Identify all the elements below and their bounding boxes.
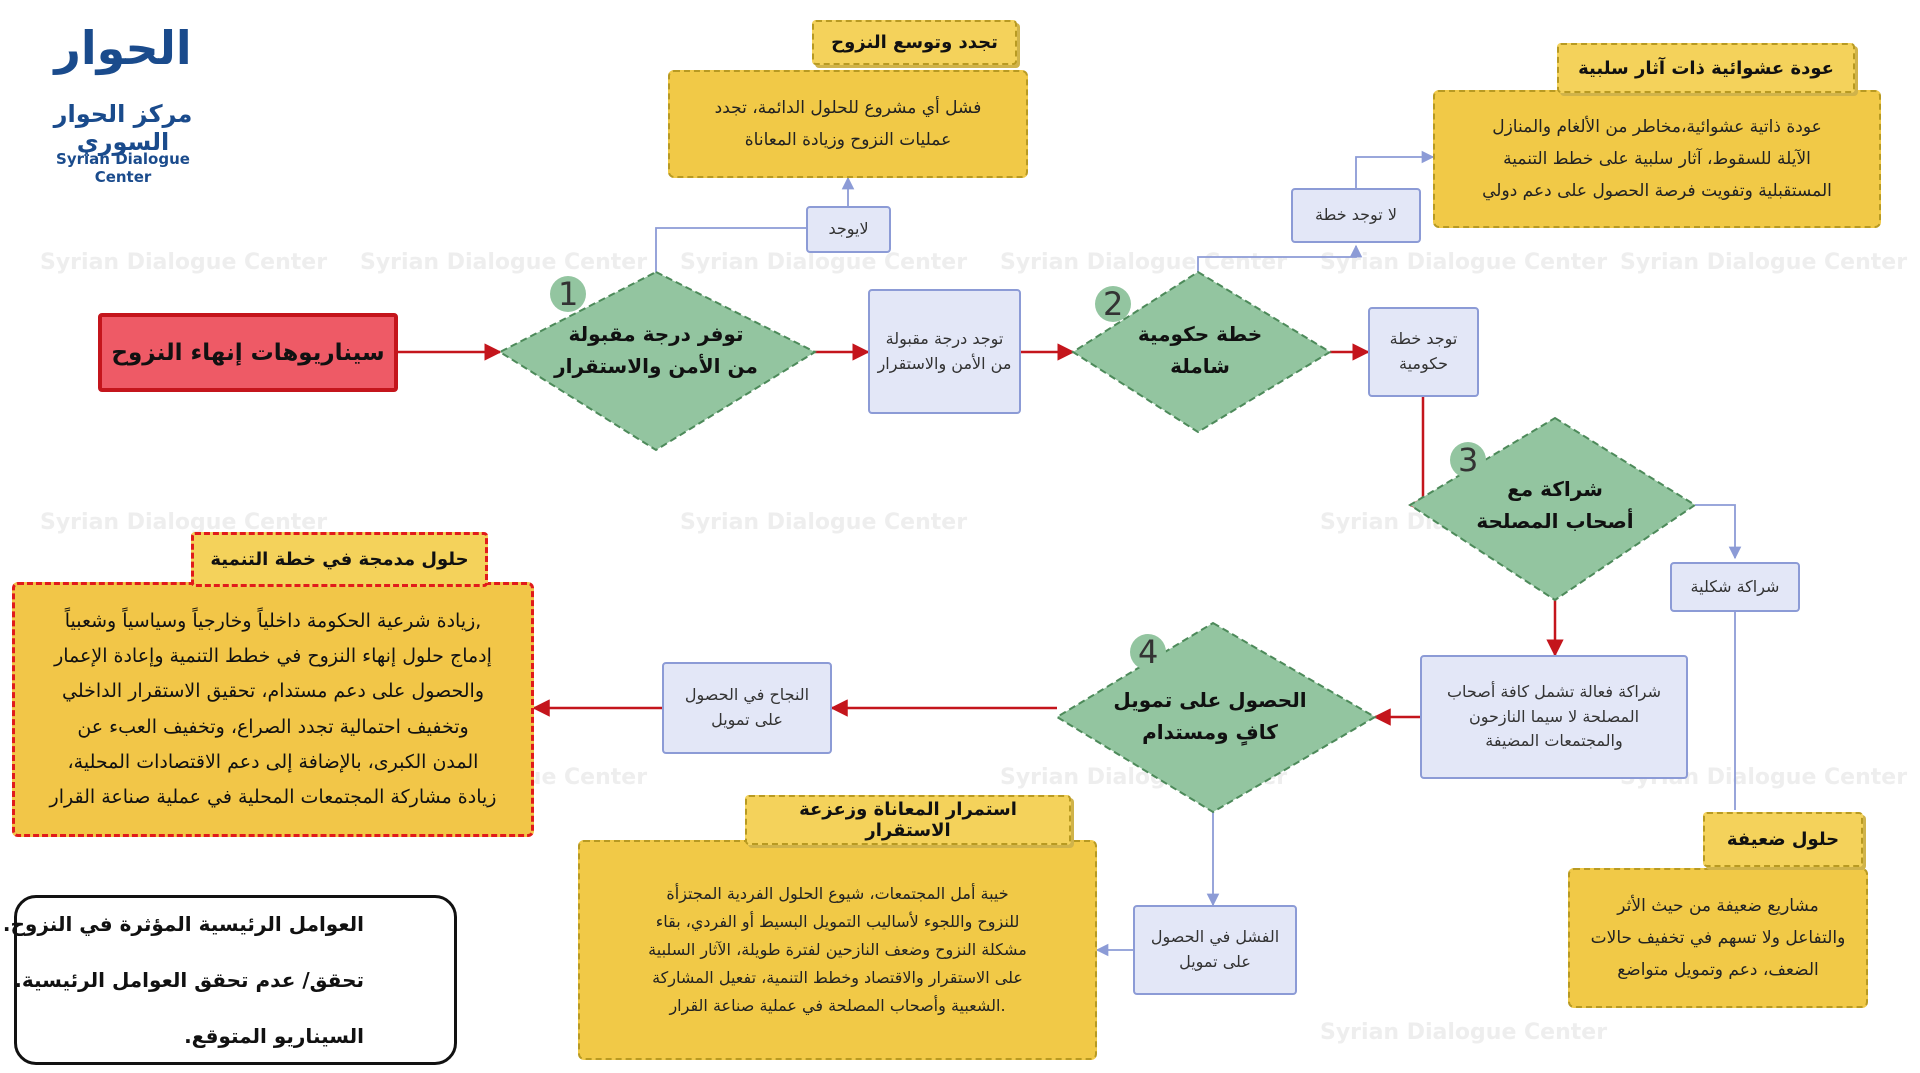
- scenario-integrated-line4: وتخفيف احتمالية تجدد الصراع، وتخفيف العب…: [77, 715, 469, 738]
- scenario-renewed-displacement: فشل أي مشروع للحلول الدائمة، تجدد عمليات…: [668, 70, 1028, 178]
- decision-1-line1: توفر درجة مقبولة: [568, 322, 744, 346]
- scenario-random-title: عودة عشوائية ذات آثار سلبية: [1557, 43, 1855, 93]
- decision-diamond: [1071, 270, 1332, 434]
- scenario-integrated-line6: زيادة مشاركة المجتمعات المحلية في عملية …: [49, 785, 497, 808]
- scenario-suffering-title: استمرار المعاناة وزعزعة الاستقرار: [745, 795, 1071, 845]
- decision-3-line2: أصحاب المصلحة: [1476, 509, 1634, 533]
- scenario-integrated-line2: إدماج حلول إنهاء النزوح في خطط التنمية و…: [54, 645, 492, 668]
- decision-3-number: 3: [1458, 441, 1479, 479]
- scenario-random-line2: الآيلة للسقوط، آثار سلبية على خطط التنمي…: [1503, 148, 1811, 169]
- decision-1-number: 1: [558, 275, 579, 313]
- scenario-random-title-text: عودة عشوائية ذات آثار سلبية: [1578, 57, 1834, 79]
- arrow-d3-to-formal: [1695, 504, 1742, 560]
- decision-diamond: [497, 270, 818, 452]
- scenario-renewed-title: تجدد وتوسع النزوح: [812, 20, 1017, 65]
- decision-1-line2: من الأمن والاستقرار: [554, 354, 758, 378]
- decision-4-line1: الحصول على تمويل: [1113, 688, 1307, 712]
- logo: الحوار مركز الحوار السوري Syrian Dialogu…: [30, 18, 216, 186]
- decision-number-badge: [1095, 286, 1131, 322]
- decision-number-badge: [1130, 634, 1166, 670]
- outcome-yes-security-label: توجد درجة مقبولة من الأمن والاستقرار: [877, 328, 1012, 373]
- scenario-integrated-line5: المدن الكبرى، بالإضافة إلى دعم الاقتصادا…: [67, 750, 479, 773]
- outcome-formal-partnership: شراكة شكلية: [1670, 562, 1800, 612]
- decision-2-line2: شاملة: [1170, 354, 1230, 378]
- outcome-funding-success-label: النجاح في الحصول على تمويل: [684, 685, 810, 729]
- decision-2-line1: خطة حكومية: [1137, 322, 1263, 346]
- outcome-no-plan: لا توجد خطة: [1291, 188, 1421, 243]
- scenario-weak-line2: والتفاعل ولا تسهم في تخفيف حالات: [1590, 927, 1846, 948]
- outcome-funding-success: النجاح في الحصول على تمويل: [662, 662, 832, 754]
- scenario-suffering-line1: خيبة أمل المجتمعات، شيوع الحلول الفردية …: [666, 884, 1009, 903]
- scenario-integrated-title: حلول مدمجة في خطة التنمية: [191, 532, 488, 587]
- legend: العوامل الرئيسية المؤثرة في النزوح. تحقق…: [3, 895, 457, 1065]
- outcome-funding-failure-label: الفشل في الحصول على تمويل: [1150, 927, 1280, 971]
- scenario-suffering-line3: مشكلة النزوح وضعف النازحين لفترة طويلة، …: [648, 940, 1027, 959]
- decision-number-badge: [550, 276, 586, 312]
- decision-number-badge: [1450, 442, 1486, 478]
- outcome-yes-plan: توجد خطة حكومية: [1368, 307, 1479, 397]
- scenario-renewed-title-text: تجدد وتوسع النزوح: [831, 32, 998, 53]
- watermark: Syrian Dialogue Center: [40, 510, 328, 535]
- decision-2-number: 2: [1103, 285, 1124, 323]
- outcome-funding-failure: الفشل في الحصول على تمويل: [1133, 905, 1297, 995]
- legend-scenario-label: السيناريو المتوقع.: [184, 1024, 364, 1048]
- scenario-integrated-title-text: حلول مدمجة في خطة التنمية: [210, 549, 469, 570]
- decision-4-text: الحصول على تمويل كافٍ ومستدام: [1100, 684, 1320, 748]
- start-node: سيناريوهات إنهاء النزوح: [98, 313, 398, 392]
- scenario-integrated-line1: ,زيادة شرعية الحكومة داخلياً وخارجياً وس…: [64, 610, 482, 633]
- scenario-suffering-title-text: استمرار المعاناة وزعزعة الاستقرار: [799, 799, 1017, 841]
- decision-1-text: توفر درجة مقبولة من الأمن والاستقرار: [525, 318, 787, 382]
- outcome-effective-partnership: شراكة فعالة تشمل كافة أصحاب المصلحة لا س…: [1420, 655, 1688, 779]
- scenario-weak-title-text: حلول ضعيفة: [1726, 829, 1840, 850]
- outcome-no-security: لايوجد: [806, 206, 891, 253]
- outcome-formal-partnership-label: شراكة شكلية: [1690, 576, 1780, 596]
- watermark: Syrian Dialogue Center: [1320, 1020, 1608, 1045]
- scenario-renewed-line1: فشل أي مشروع للحلول الدائمة، تجدد: [714, 97, 982, 118]
- decision-diamond: [1055, 621, 1377, 814]
- outcome-no-plan-label: لا توجد خطة: [1315, 205, 1397, 225]
- scenario-suffering-line4: على الاستقرار والاقتصاد وخطط التنمية، تف…: [652, 968, 1023, 987]
- outcome-no-security-label: لايوجد: [828, 219, 869, 239]
- scenario-weak-line3: الضعف، دعم وتمويل متواضع: [1617, 960, 1819, 981]
- scenario-continued-suffering: خيبة أمل المجتمعات، شيوع الحلول الفردية …: [578, 840, 1097, 1060]
- scenario-renewed-line2: عمليات النزوح وزيادة المعاناة: [744, 130, 952, 150]
- scenario-weak-title: حلول ضعيفة: [1703, 812, 1863, 867]
- outcome-yes-plan-label: توجد خطة حكومية: [1389, 329, 1458, 373]
- scenario-suffering-line2: للنزوح واللجوء لأساليب التمويل البسيط أو…: [655, 912, 1020, 931]
- scenario-weak-solutions: مشاريع ضعيفة من حيث الأثر والتفاعل ولا ت…: [1568, 868, 1868, 1008]
- watermark: Syrian Dialogue Center: [680, 250, 968, 275]
- watermark: Syrian Dialogue Center: [680, 510, 968, 535]
- arrow-noplan-to-random: [1355, 150, 1435, 188]
- legend-factors-label: العوامل الرئيسية المؤثرة في النزوح.: [2, 912, 364, 936]
- scenario-random-line3: المستقبلية وتفويت فرصة الحصول على دعم دو…: [1482, 181, 1832, 202]
- watermark: Syrian Dialogue Center: [360, 250, 648, 275]
- scenario-random-line1: عودة ذاتية عشوائية،مخاطر من الألغام والم…: [1492, 116, 1822, 137]
- decision-3-text: شراكة مع أصحاب المصلحة: [1460, 473, 1650, 537]
- decision-4-number: 4: [1138, 633, 1159, 671]
- scenario-random-return: عودة ذاتية عشوائية،مخاطر من الألغام والم…: [1433, 90, 1881, 228]
- decision-3-line1: شراكة مع: [1507, 477, 1603, 501]
- legend-check-label: تحقق/ عدم تحقق العوامل الرئيسية.: [14, 968, 364, 992]
- logo-english-name: Syrian Dialogue Center: [56, 150, 190, 186]
- watermark: Syrian Dialogue Center: [40, 250, 328, 275]
- watermark: Syrian Dialogue Center: [1620, 250, 1908, 275]
- arrow-d2-to-noplan: [1197, 244, 1363, 275]
- start-label: سيناريوهات إنهاء النزوح: [111, 339, 385, 366]
- scenario-weak-line1: مشاريع ضعيفة من حيث الأثر: [1617, 895, 1819, 916]
- scenario-integrated-line3: والحصول على دعم مستدام، تحقيق الاستقرار …: [62, 680, 485, 703]
- arrow-plan-to-d3: [1408, 397, 1426, 514]
- watermark: Syrian Dialogue Center: [1320, 250, 1608, 275]
- logo-wordmark: الحوار: [54, 21, 192, 75]
- outcome-effective-partnership-label: شراكة فعالة تشمل كافة أصحاب المصلحة لا س…: [1446, 681, 1662, 751]
- scenario-integrated-solutions: ,زيادة شرعية الحكومة داخلياً وخارجياً وس…: [12, 582, 534, 837]
- outcome-yes-security: توجد درجة مقبولة من الأمن والاستقرار: [868, 289, 1021, 414]
- arrow-d1-to-none: [655, 227, 806, 275]
- decision-4-line2: كافٍ ومستدام: [1142, 720, 1278, 744]
- scenario-suffering-line5: .الشعبية وأصحاب المصلحة في عملية صناعة ا…: [669, 996, 1006, 1015]
- watermark: Syrian Dialogue Center: [1000, 250, 1288, 275]
- logo-arabic-name: مركز الحوار السوري: [53, 100, 193, 156]
- decision-2-text: خطة حكومية شاملة: [1110, 318, 1290, 382]
